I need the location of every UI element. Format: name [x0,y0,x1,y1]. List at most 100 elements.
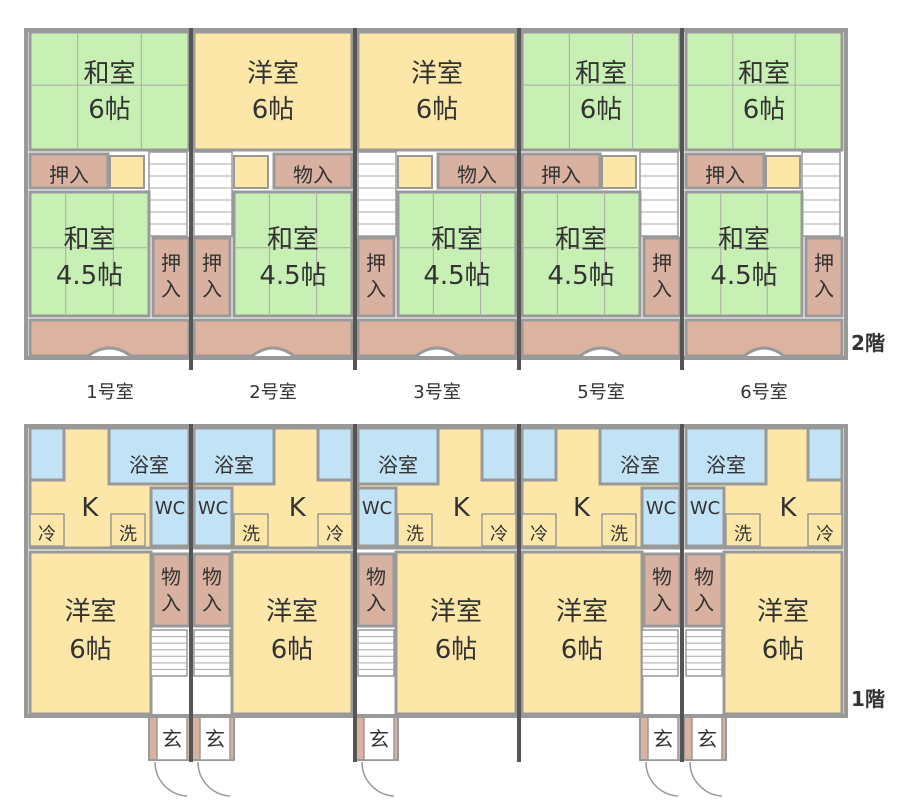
bath [598,426,682,486]
balcony [356,318,518,358]
kitchen-label: K [289,493,307,523]
room-name: 和室 [63,225,115,255]
stairs [639,151,679,237]
room-size: 6帖 [69,635,112,665]
hall [765,155,801,189]
washer [233,513,269,547]
fridge-label: 冷 [530,524,548,545]
washitsu-top [684,30,844,152]
toilet-label: WC [198,498,228,519]
closet-label: 押入 [541,163,581,187]
room-name: 洋室 [64,597,116,627]
washitsu-bottom-floor [232,190,354,318]
room-size: 6帖 [435,635,478,665]
wash-label: 洗 [119,524,137,545]
sink [480,426,518,482]
room-name: 和室 [575,59,627,89]
stairs-box [641,629,679,677]
entrance-label: 玄 [653,727,673,751]
toilet-label: WC [646,498,676,519]
unit-upper-5: 和室6帖押入和室4.5帖押入 [684,30,844,358]
washitsu-bottom-floor [520,190,642,318]
lower-floor: K浴室WC洗冷洋室6帖物入玄K浴室WC洗冷洋室6帖物入玄K浴室WC洗冷洋室6帖物… [24,424,848,797]
closet-char: 物 [694,565,714,589]
room-size: 4.5帖 [259,261,326,291]
entrance [647,715,679,761]
closet-label: 押入 [705,163,745,187]
balcony [192,318,354,358]
fridge [807,513,843,547]
room-name: 洋室 [266,597,318,627]
stairs-box [150,629,188,677]
closet-char: 入 [202,591,222,615]
closet-label: 物入 [293,163,333,187]
wash-label: 洗 [406,524,424,545]
kitchen-label: K [573,493,591,523]
door-swing [361,761,395,797]
washer [110,513,146,547]
stairs [685,629,723,677]
unit-label: 6号室 [740,382,787,403]
unit-upper-4: 和室6帖押入和室4.5帖押入 [520,30,682,358]
washitsu-bottom [684,190,804,318]
toilet [192,486,234,548]
closet-char: 入 [202,277,222,301]
stairs [193,629,231,677]
closet-mid [28,152,110,190]
entrance [363,715,395,761]
floor-label-lower: 1階 [851,687,885,711]
unit-lower-3: K浴室WC洗冷洋室6帖物入玄 [355,426,518,797]
room-size: 4.5帖 [710,261,777,291]
closet-char: 入 [652,277,672,301]
fridge-label: 冷 [38,524,56,545]
hall [601,155,637,189]
bath-label: 浴室 [129,453,169,477]
washitsu-top [28,30,191,152]
washitsu-bottom [396,190,518,318]
sink [28,426,66,482]
room-name: 洋室 [411,59,463,89]
closet-mid [520,152,602,190]
room-name: 和室 [83,59,135,89]
washitsu-bottom-floor [684,190,804,318]
closet-char: 押 [161,251,181,275]
closet-mid [272,152,354,190]
washitsu-bottom [232,190,354,318]
youshitsu-top [356,30,518,152]
fridge-label: 冷 [326,524,344,545]
balcony [28,318,191,358]
bath-label: 浴室 [620,453,660,477]
balcony [520,318,682,358]
entrance-label: 玄 [369,727,389,751]
door-swing [689,761,723,797]
room-size: 4.5帖 [423,261,490,291]
bath-label: 浴室 [378,453,418,477]
stairs-box [193,629,231,677]
closet-char: 物 [366,565,386,589]
youshitsu-top [192,30,354,152]
room-size: 6帖 [580,95,623,125]
unit-label: 2号室 [249,382,296,403]
room-name: 洋室 [247,59,299,89]
balcony [684,318,844,358]
room-name: 和室 [555,225,607,255]
unit-lower-5: K浴室WC洗冷洋室6帖物入玄 [683,426,844,797]
closet-lower [151,552,191,628]
unit-label: 1号室 [86,382,133,403]
stairs-box [193,151,233,237]
closet-char: 入 [161,277,181,301]
washitsu-top-floor [28,30,191,152]
closet-label: 物入 [457,163,497,187]
fridge-label: 冷 [816,524,834,545]
stairs-box [685,629,723,677]
wash-label: 洗 [610,524,628,545]
bath [356,426,440,486]
stairs [357,629,395,677]
bath [192,426,276,486]
room-name: 和室 [267,225,319,255]
unit-label: 5号室 [577,382,624,403]
door-swing [154,761,188,797]
